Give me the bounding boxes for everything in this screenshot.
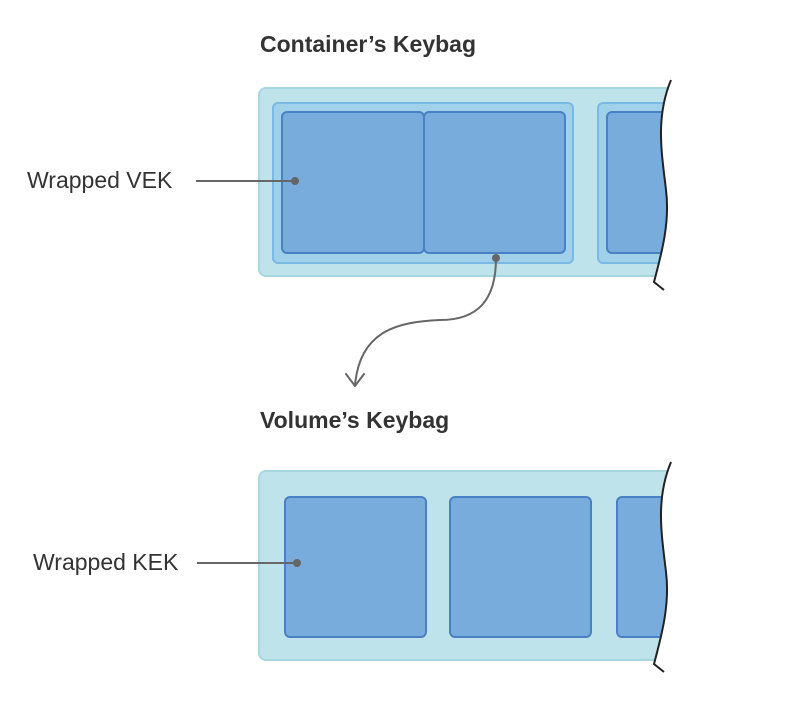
volume-keybag-torn-edge [652,461,672,673]
connector-arrow [354,257,497,386]
wrapped-kek-leader-dot [293,559,301,567]
wrapped-kek-label: Wrapped KEK [33,549,179,575]
wrapped-kek-key [284,496,427,638]
volume-keybag [258,470,671,661]
container-keybag-title: Container’s Keybag [260,31,476,57]
volume-key-3 [616,496,671,638]
wrapped-vek-label: Wrapped VEK [27,167,173,193]
container-key-2 [423,111,566,254]
volume-keybag-title: Volume’s Keybag [260,407,449,433]
container-keybag-torn-edge [652,79,672,291]
wrapped-vek-leader-dot [291,177,299,185]
volume-key-2 [449,496,592,638]
wrapped-vek-key [281,111,425,254]
arrowhead-icon [345,373,365,387]
container-keybag [258,87,671,277]
container-key-3 [606,111,671,254]
connector-start-dot [492,254,500,262]
